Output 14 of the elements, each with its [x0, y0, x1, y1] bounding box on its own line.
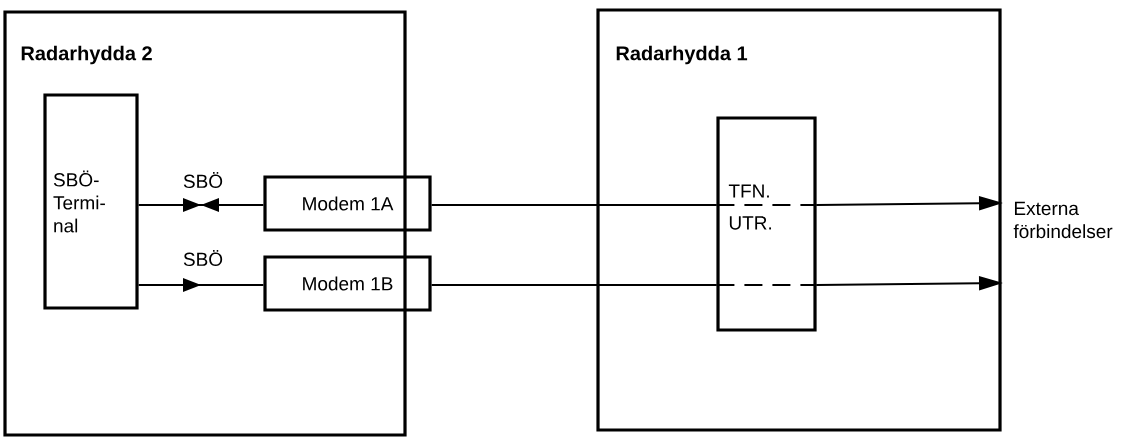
modem-box: Modem 1B: [263, 255, 432, 312]
connector-line: [430, 204, 718, 206]
edge-label: SBÖ: [180, 247, 226, 269]
connector-line: [430, 284, 718, 286]
panel-label: TFN.: [728, 184, 769, 198]
arrow: [137, 278, 265, 292]
note-label: Externa förbindelser: [1013, 201, 1113, 239]
edge-label: SBÖ: [180, 169, 226, 191]
modem-box: Modem 1A: [263, 175, 432, 232]
arrow: [137, 198, 265, 212]
terminal-box: SBÖ- Termi- nal: [43, 93, 139, 310]
panel-label: UTR.: [729, 216, 771, 230]
box-heading: Radarhydda 1: [616, 45, 748, 65]
box-heading: Radarhydda 2: [21, 45, 152, 65]
